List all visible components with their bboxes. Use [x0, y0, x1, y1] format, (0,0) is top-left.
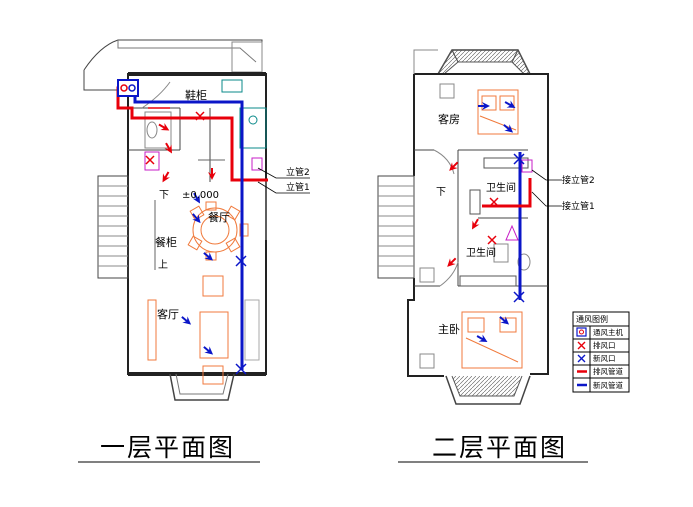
- floor2-riser2-label: 接立管2: [562, 174, 595, 186]
- floor1-ventilation-host: [117, 79, 139, 97]
- legend-fresh-outlet-icon: [577, 354, 586, 363]
- floor2-fresh-outlets: [513, 153, 525, 303]
- floor2-label-master: 主卧: [438, 323, 460, 336]
- floor2-riser-leaders: [531, 169, 562, 207]
- floor1-exhaust-outlets: [145, 111, 205, 165]
- floor2-label-guest: 客房: [438, 112, 460, 126]
- legend: 通风图例 通风主机 排风口 新风口 排风管道 新风管道: [572, 311, 630, 393]
- floor1-label-cabinet: 餐柜: [155, 235, 177, 249]
- floor1-riser-leaders: [257, 167, 310, 194]
- legend-exhaust-outlet-icon: [577, 341, 586, 350]
- floor2-plan: [377, 48, 549, 405]
- floor1-plan: [83, 39, 267, 401]
- floor1-fresh-outlets: [235, 255, 247, 375]
- legend-title: 通风图例: [576, 314, 608, 324]
- floor2-label-down: 下: [436, 187, 446, 198]
- floor1-label-shoe-cabinet: 鞋柜: [185, 88, 207, 102]
- floor1-furniture: [147, 201, 260, 385]
- floor1-label-down: 下: [159, 190, 169, 201]
- floor1-label-up: 上: [158, 259, 168, 271]
- floor2-label-bath1: 卫生间: [486, 181, 516, 194]
- floor1-riser2-label: 立管2: [286, 166, 310, 178]
- plant-top-right: [231, 41, 263, 73]
- stair-treads-1: [98, 185, 128, 267]
- floor2-airflow-arrows: [447, 100, 516, 342]
- floor1-airflow-arrows: [158, 123, 216, 355]
- floor2-label-bath2: 卫生间: [466, 246, 496, 259]
- legend-item-exhaust-outlet: 排风口: [593, 340, 616, 350]
- legend-item-fresh-duct: 新风管道: [593, 380, 623, 390]
- legend-host-icon: [576, 327, 587, 337]
- legend-item-exhaust-duct: 排风管道: [593, 366, 623, 376]
- riser-box-1: [251, 157, 263, 171]
- stair-treads-2: [378, 185, 414, 267]
- floor2-title: 二层平面图: [432, 433, 568, 462]
- floor1-label-living: 客厅: [157, 307, 179, 321]
- riser-box-2: [521, 159, 533, 173]
- floor1-elevation: ±0.000: [182, 190, 219, 201]
- legend-item-host: 通风主机: [593, 327, 623, 337]
- floor2-exhaust-outlets: [487, 197, 499, 245]
- legend-item-fresh-outlet: 新风口: [593, 353, 616, 363]
- floor1-riser1-label: 立管1: [286, 181, 310, 193]
- floor1-label-dining: 餐厅: [208, 210, 230, 224]
- floor2-riser1-label: 接立管1: [562, 200, 595, 212]
- floor1-title: 一层平面图: [100, 433, 236, 462]
